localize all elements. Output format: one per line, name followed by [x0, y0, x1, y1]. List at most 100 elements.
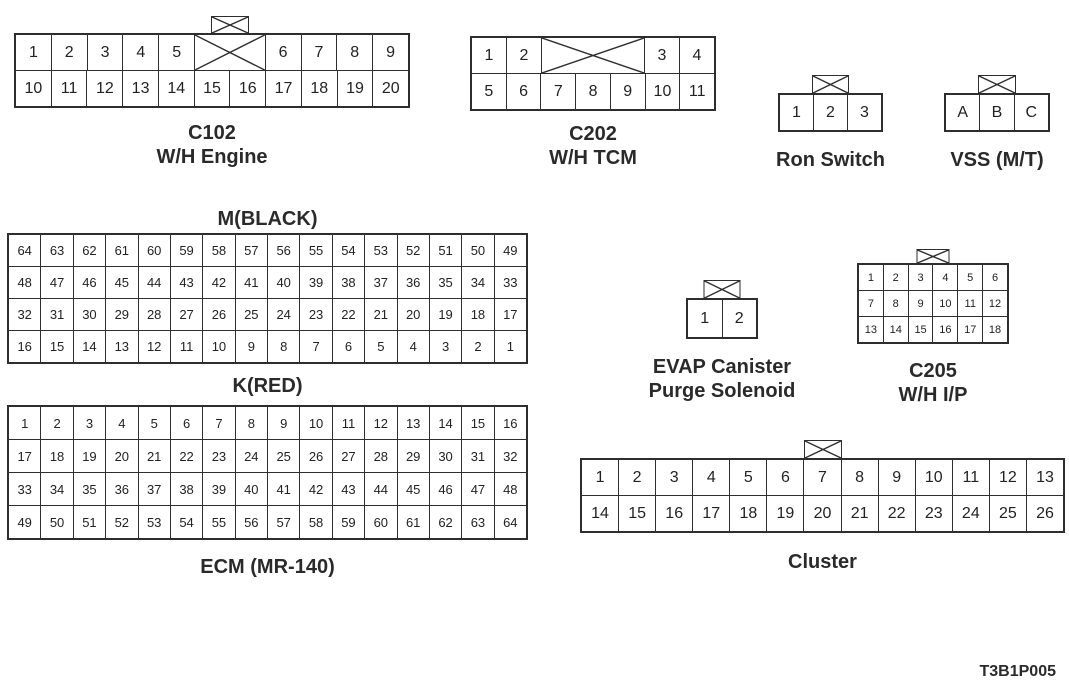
- pin-cell: 23: [916, 496, 953, 531]
- pin-cell: 46: [74, 267, 107, 298]
- pin-cell: 24: [268, 299, 301, 330]
- pin-cell: 33: [9, 473, 42, 505]
- pin-cell: 40: [236, 473, 268, 505]
- pin-cell: 63: [462, 506, 495, 538]
- pin-cell: 6: [991, 271, 999, 284]
- pin-cell: 12: [139, 331, 171, 362]
- pin-cell: 7: [203, 407, 236, 439]
- pin-cell: 17: [9, 440, 42, 472]
- key-tab-icon: [916, 249, 950, 264]
- pin-cell: 11: [688, 82, 706, 100]
- pin-cell: 2: [734, 309, 744, 327]
- pin-cell: 20: [106, 440, 139, 472]
- pin-cell: 41: [268, 473, 301, 505]
- pin-cell: 34: [41, 473, 74, 505]
- pin-cell: 48: [9, 267, 42, 298]
- pin-cell: 62: [430, 506, 463, 538]
- pin-cell: 9: [879, 460, 916, 495]
- pin-cell: 21: [842, 496, 879, 531]
- pin-cell: 21: [139, 440, 171, 472]
- pin-cell: 21: [365, 299, 398, 330]
- pin-cell: 3: [860, 103, 869, 121]
- pin-cell: 10: [203, 331, 236, 362]
- pin-cell: A: [946, 95, 981, 130]
- pin-cell: 50: [41, 506, 74, 538]
- pin-cell: 49: [503, 243, 518, 258]
- pin-cell: 22: [879, 496, 916, 531]
- pin-cell: 56: [268, 235, 301, 266]
- pin-cell: 37: [365, 267, 398, 298]
- pin-cell: 8: [337, 35, 374, 70]
- pin-cell: 11: [171, 331, 204, 362]
- pin-cell: 11: [953, 460, 990, 495]
- pin-cell: 61: [398, 506, 430, 538]
- pin-cell: 24: [953, 496, 990, 531]
- connector-desc-text: W/H I/P: [898, 384, 968, 407]
- blocked-cavity-x-icon: [195, 35, 266, 70]
- pin-cell: 60: [139, 235, 171, 266]
- pin-cell: 52: [398, 235, 430, 266]
- pin-cell: 2: [619, 460, 657, 495]
- ecm-k-label: K(RED): [233, 374, 303, 398]
- pin-cell: 41: [236, 267, 268, 298]
- pin-cell: 4: [693, 460, 731, 495]
- pin-cell: 26: [300, 440, 333, 472]
- pin-cell: 22: [333, 299, 366, 330]
- pin-cell: 18: [302, 71, 338, 106]
- connector-id-text: M(BLACK): [217, 207, 318, 230]
- pin-cell: 4: [933, 265, 959, 290]
- pin-cell: 13: [398, 407, 430, 439]
- pin-cell: 29: [398, 440, 430, 472]
- pin-cell: 26: [1036, 504, 1054, 522]
- pin-cell: 62: [74, 235, 107, 266]
- pin-cell: 3: [430, 331, 463, 362]
- pin-cell: 20: [381, 79, 400, 97]
- pin-cell: 8: [268, 331, 301, 362]
- pin-cell: 59: [171, 235, 204, 266]
- key-tab-icon: [812, 75, 849, 94]
- pin-cell: 48: [503, 481, 518, 497]
- pin-cell: 2: [814, 95, 848, 130]
- pin-cell: 2: [462, 331, 495, 362]
- pin-cell: 7: [302, 35, 338, 70]
- pin-cell: 44: [365, 473, 398, 505]
- pin-cell: 38: [171, 473, 204, 505]
- pin-cell: 9: [268, 407, 301, 439]
- pin-cell: 6: [266, 35, 302, 70]
- pin-cell: 3: [909, 265, 934, 290]
- pin-cell: 3: [656, 460, 694, 495]
- pin-cell: 22: [171, 440, 204, 472]
- pin-cell: 11: [958, 291, 984, 316]
- pin-cell: 25: [236, 299, 268, 330]
- pin-cell: 17: [503, 307, 518, 322]
- pin-cell: 2: [41, 407, 74, 439]
- pin-cell: 14: [74, 331, 107, 362]
- pin-cell: 23: [300, 299, 333, 330]
- pin-cell: 16: [230, 71, 267, 106]
- pin-cell: 12: [365, 407, 398, 439]
- pin-cell: 11: [333, 407, 366, 439]
- pin-cell: 14: [884, 317, 909, 342]
- pin-cell: 54: [171, 506, 204, 538]
- pin-cell: 18: [988, 323, 1002, 336]
- pin-cell: 43: [333, 473, 366, 505]
- connector-id-text: Cluster: [788, 551, 857, 573]
- pin-cell: 35: [74, 473, 107, 505]
- pin-cell: 18: [462, 299, 495, 330]
- pin-cell: 55: [203, 506, 236, 538]
- pin-cell: 5: [159, 35, 196, 70]
- pin-cell: 13: [106, 331, 139, 362]
- pin-cell: 37: [139, 473, 171, 505]
